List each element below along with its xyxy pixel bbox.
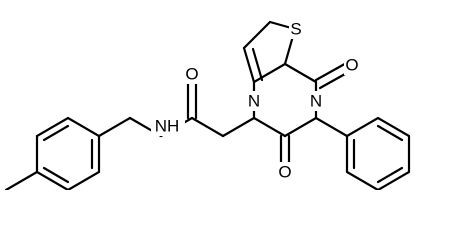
- bond-ch2-to-n1: [221, 116, 256, 138]
- bond-phenyl-inner-2: [376, 166, 404, 184]
- atom-label-o-amide: O: [184, 64, 200, 84]
- oxygen-label-bottom: O: [278, 163, 291, 182]
- oxygen-label-amide: O: [185, 65, 198, 84]
- bond-c4a-c4: [283, 62, 318, 84]
- bond-c2-n1: [252, 116, 287, 138]
- bond-phenyl-inner-1: [376, 124, 404, 142]
- oxygen-label-top: O: [345, 56, 358, 75]
- molecule-canvas: S O O N N NH O: [4, 19, 411, 190]
- phenyl-ring: [314, 116, 411, 190]
- bond-c7a-c7: [242, 46, 256, 84]
- atom-label-nh: NH: [151, 116, 185, 136]
- bond-n3-c2: [283, 116, 318, 138]
- amide-nh-label: NH: [155, 117, 180, 136]
- sulfur-label: S: [290, 20, 301, 39]
- atom-label-s: S: [289, 19, 303, 39]
- bond-phenyl-ring: [345, 116, 411, 190]
- nitrogen-label-n3: N: [310, 92, 322, 111]
- atom-label-n1: N: [246, 91, 262, 111]
- tolyl-ring: [4, 116, 101, 190]
- nitrogen-label-n1: N: [248, 92, 260, 111]
- bond-n3-to-phenyl: [314, 116, 349, 138]
- pyrimidinedione-ring: [252, 59, 356, 170]
- bond-methyl: [4, 170, 39, 190]
- molecule-structure-diagram: S O O N N NH O: [4, 19, 411, 190]
- bond-c7a-c7-double: [251, 47, 264, 82]
- atom-label-n3: N: [308, 91, 324, 111]
- atom-label-o-bottom: O: [277, 162, 293, 182]
- bond-c7-c6: [242, 20, 272, 50]
- bond-tolyl-inner-3: [42, 124, 70, 142]
- bond-ring-to-ch2: [97, 116, 132, 138]
- atom-label-o-top: O: [344, 55, 360, 75]
- bond-tolyl-inner-2: [42, 166, 70, 184]
- bond-c7a-c4a: [252, 62, 287, 84]
- bond-carbonyl-to-ch2: [190, 116, 225, 138]
- bond-tolyl-ring: [35, 116, 101, 190]
